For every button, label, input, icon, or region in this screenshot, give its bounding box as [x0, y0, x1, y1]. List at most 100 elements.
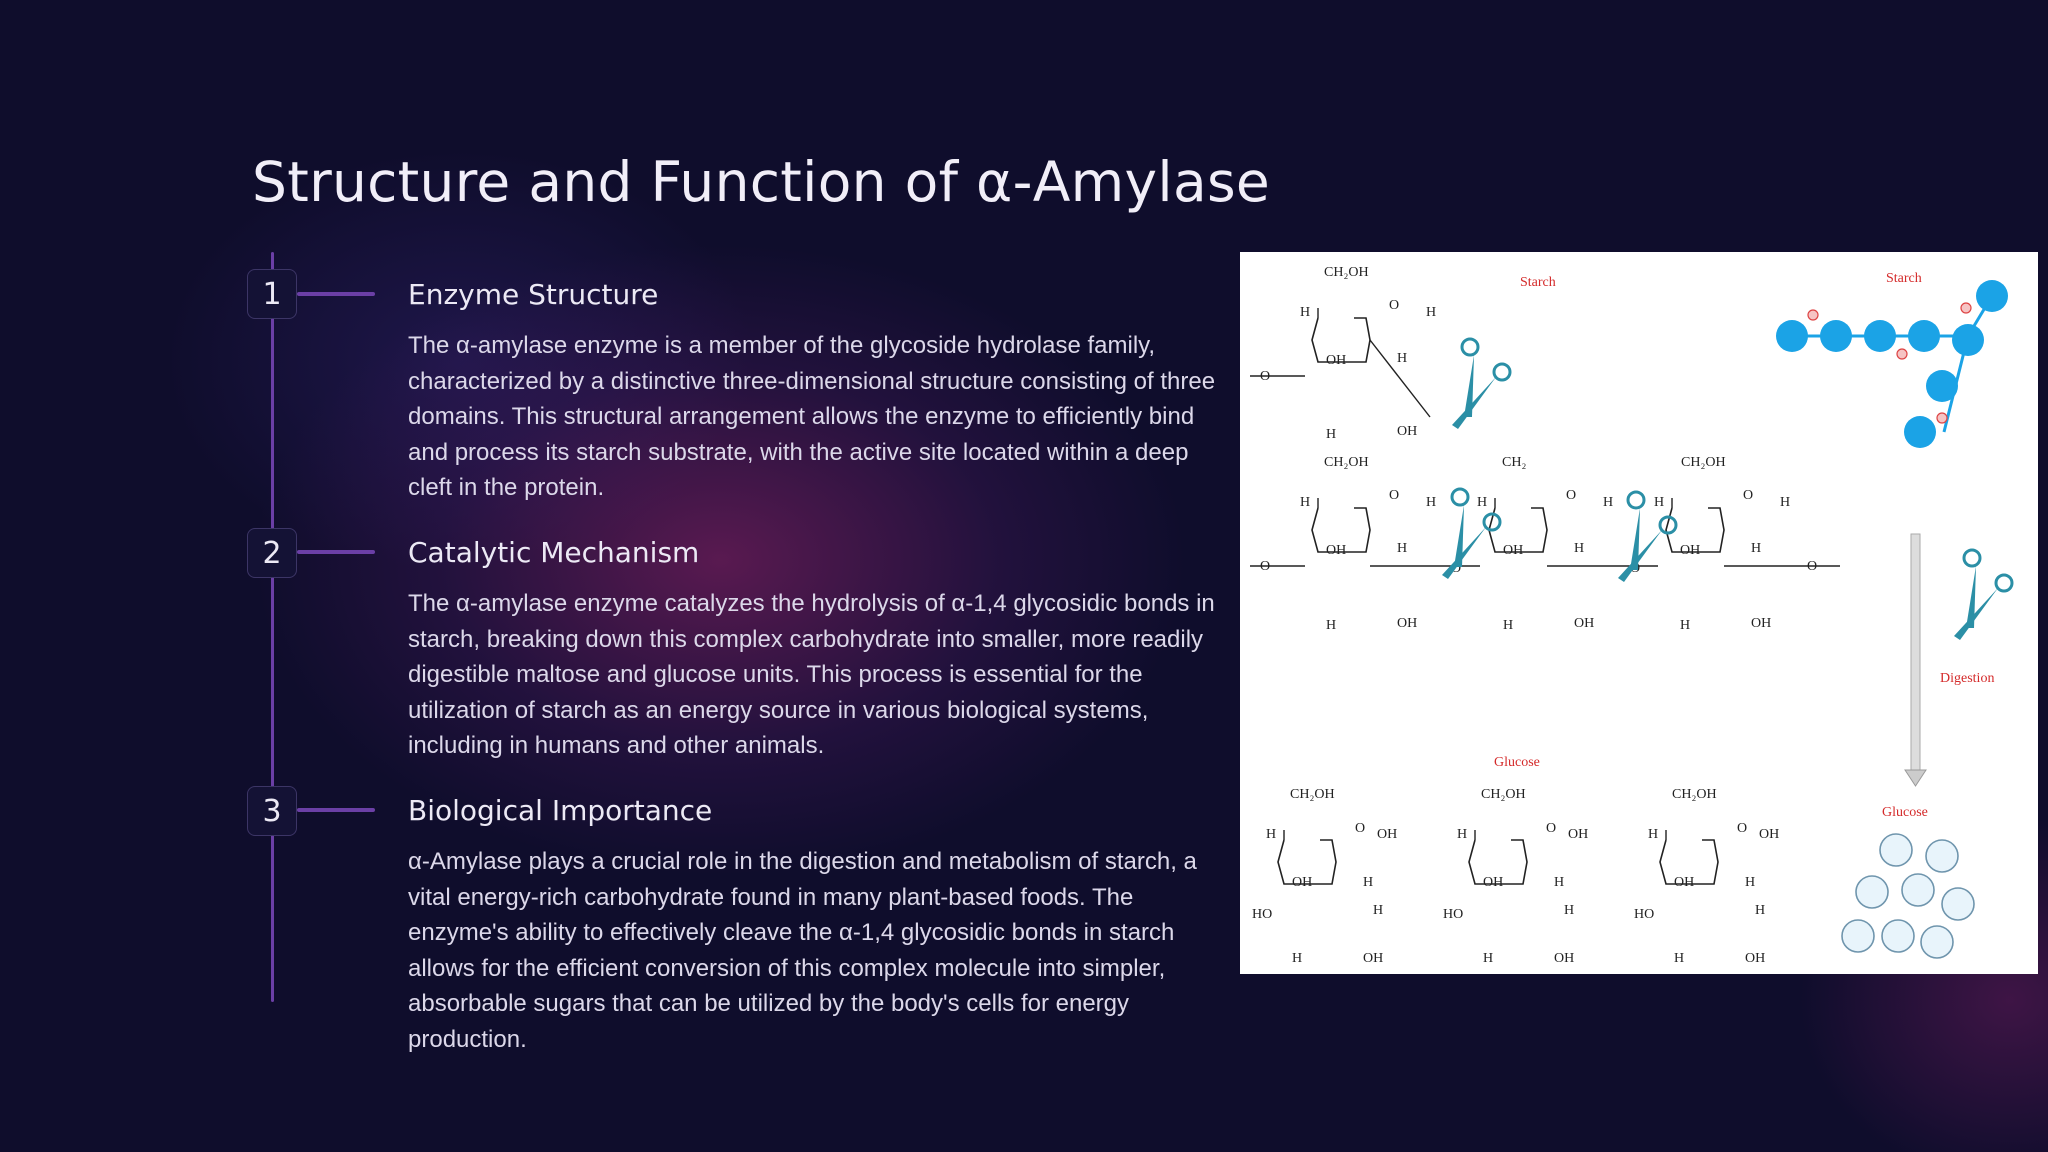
atom-label: OH	[1483, 875, 1503, 890]
atom-label: OH	[1674, 875, 1694, 890]
atom-label: H	[1780, 495, 1790, 510]
atom-label: H	[1755, 903, 1765, 918]
atom-label: O	[1743, 488, 1753, 503]
starch-digestion-figure: CH₂OH O H H O OH H H OH CH₂ CH₂OH CH₂OH …	[1240, 252, 2038, 974]
digestion-label: Digestion	[1940, 671, 1994, 686]
atom-label: H	[1300, 495, 1310, 510]
glucose-bead	[1976, 280, 2008, 312]
glucose-structures: CH₂OH CH₂OH CH₂OH O O O H H H OH OH OH O…	[1252, 787, 1779, 966]
atom-label: OH	[1574, 616, 1594, 631]
atom-label: H	[1654, 495, 1664, 510]
atom-label: O	[1737, 821, 1747, 836]
atom-label: HO	[1634, 907, 1654, 922]
atom-label: OH	[1503, 543, 1523, 558]
atom-label: HO	[1252, 907, 1272, 922]
digestion-arrow	[1904, 533, 1927, 787]
atom-label: OH	[1680, 543, 1700, 558]
atom-label: OH	[1751, 616, 1771, 631]
atom-label: OH	[1759, 827, 1779, 842]
atom-label: OH	[1326, 543, 1346, 558]
step-body: α-Amylase plays a crucial role in the di…	[408, 848, 1197, 1053]
atom-label: H	[1292, 951, 1302, 966]
atom-label: O	[1451, 561, 1461, 576]
atom-label: H	[1477, 495, 1487, 510]
atom-label: OH	[1377, 827, 1397, 842]
atom-label: H	[1397, 351, 1407, 366]
atom-label: OH	[1745, 951, 1765, 966]
atom-label: H	[1397, 541, 1407, 556]
atom-label: H	[1483, 951, 1493, 966]
step-body: The α-amylase enzyme catalyzes the hydro…	[408, 590, 1215, 759]
atom-label: H	[1564, 903, 1574, 918]
atom-label: CH₂OH	[1681, 455, 1726, 470]
atom-label: H	[1674, 951, 1684, 966]
atom-label: OH	[1554, 951, 1574, 966]
atom-label: H	[1745, 875, 1755, 890]
atom-label: OH	[1568, 827, 1588, 842]
scissors-icon	[1450, 337, 1512, 431]
atom-label: O	[1546, 821, 1556, 836]
atom-label: O	[1260, 559, 1270, 574]
atom-label: O	[1566, 488, 1576, 503]
glucose-label: Glucose	[1882, 805, 1928, 820]
atom-label: O	[1389, 488, 1399, 503]
atom-label: H	[1300, 305, 1310, 320]
starch-label: Starch	[1886, 271, 1922, 286]
atom-label: H	[1751, 541, 1761, 556]
atom-label: H	[1426, 495, 1436, 510]
atom-label: O	[1260, 369, 1270, 384]
atom-label: OH	[1326, 353, 1346, 368]
atom-label: H	[1373, 903, 1383, 918]
atom-label: H	[1648, 827, 1658, 842]
starch-chain-structure: CH₂OH O H H O OH H H OH CH₂ CH₂OH CH₂OH …	[1250, 265, 1840, 633]
glucose-label: Glucose	[1494, 755, 1540, 770]
atom-label: CH₂	[1502, 455, 1526, 470]
starch-bead-model: Starch	[1776, 271, 2008, 448]
atom-label: H	[1554, 875, 1564, 890]
glucose-bead	[1864, 320, 1896, 352]
atom-label: O	[1389, 298, 1399, 313]
step-heading: Enzyme Structure	[408, 278, 659, 311]
atom-label: OH	[1397, 424, 1417, 439]
scissors-icon	[1952, 548, 2014, 642]
atom-label: H	[1680, 618, 1690, 633]
atom-label: OH	[1397, 616, 1417, 631]
step-body: The α-amylase enzyme is a member of the …	[408, 332, 1216, 501]
starch-digestion-diagram: CH₂OH O H H O OH H H OH CH₂ CH₂OH CH₂OH …	[1250, 265, 2014, 966]
atom-label: O	[1355, 821, 1365, 836]
step-connector	[297, 292, 375, 296]
glucose-bead-cluster	[1841, 833, 1975, 959]
step-number-badge: 1	[247, 269, 297, 319]
atom-label: H	[1326, 618, 1336, 633]
glucose-bead	[1820, 320, 1852, 352]
glucose-bead	[1952, 324, 1984, 356]
atom-label: H	[1503, 618, 1513, 633]
step-number-badge: 3	[247, 786, 297, 836]
atom-label: CH₂OH	[1324, 265, 1369, 280]
atom-label: H	[1457, 827, 1467, 842]
atom-label: H	[1266, 827, 1276, 842]
timeline-line	[271, 252, 274, 1002]
atom-label: CH₂OH	[1324, 455, 1369, 470]
atom-label: OH	[1292, 875, 1312, 890]
atom-label: OH	[1363, 951, 1383, 966]
atom-label: O	[1807, 559, 1817, 574]
step-connector	[297, 808, 375, 812]
step-heading: Catalytic Mechanism	[408, 536, 700, 569]
atom-label: CH₂OH	[1481, 787, 1526, 802]
atom-label: CH₂OH	[1672, 787, 1717, 802]
atom-label: H	[1426, 305, 1436, 320]
step-heading: Biological Importance	[408, 794, 713, 827]
starch-label: Starch	[1520, 275, 1556, 290]
atom-label: H	[1326, 427, 1336, 442]
glucose-bead	[1908, 320, 1940, 352]
slide-title: Structure and Function of α-Amylase	[252, 150, 1271, 214]
step-number-badge: 2	[247, 528, 297, 578]
atom-label: H	[1574, 541, 1584, 556]
glucose-bead	[1776, 320, 1808, 352]
step-connector	[297, 550, 375, 554]
atom-label: H	[1363, 875, 1373, 890]
atom-label: H	[1603, 495, 1613, 510]
atom-label: HO	[1443, 907, 1463, 922]
glucose-bead	[1904, 416, 1936, 448]
